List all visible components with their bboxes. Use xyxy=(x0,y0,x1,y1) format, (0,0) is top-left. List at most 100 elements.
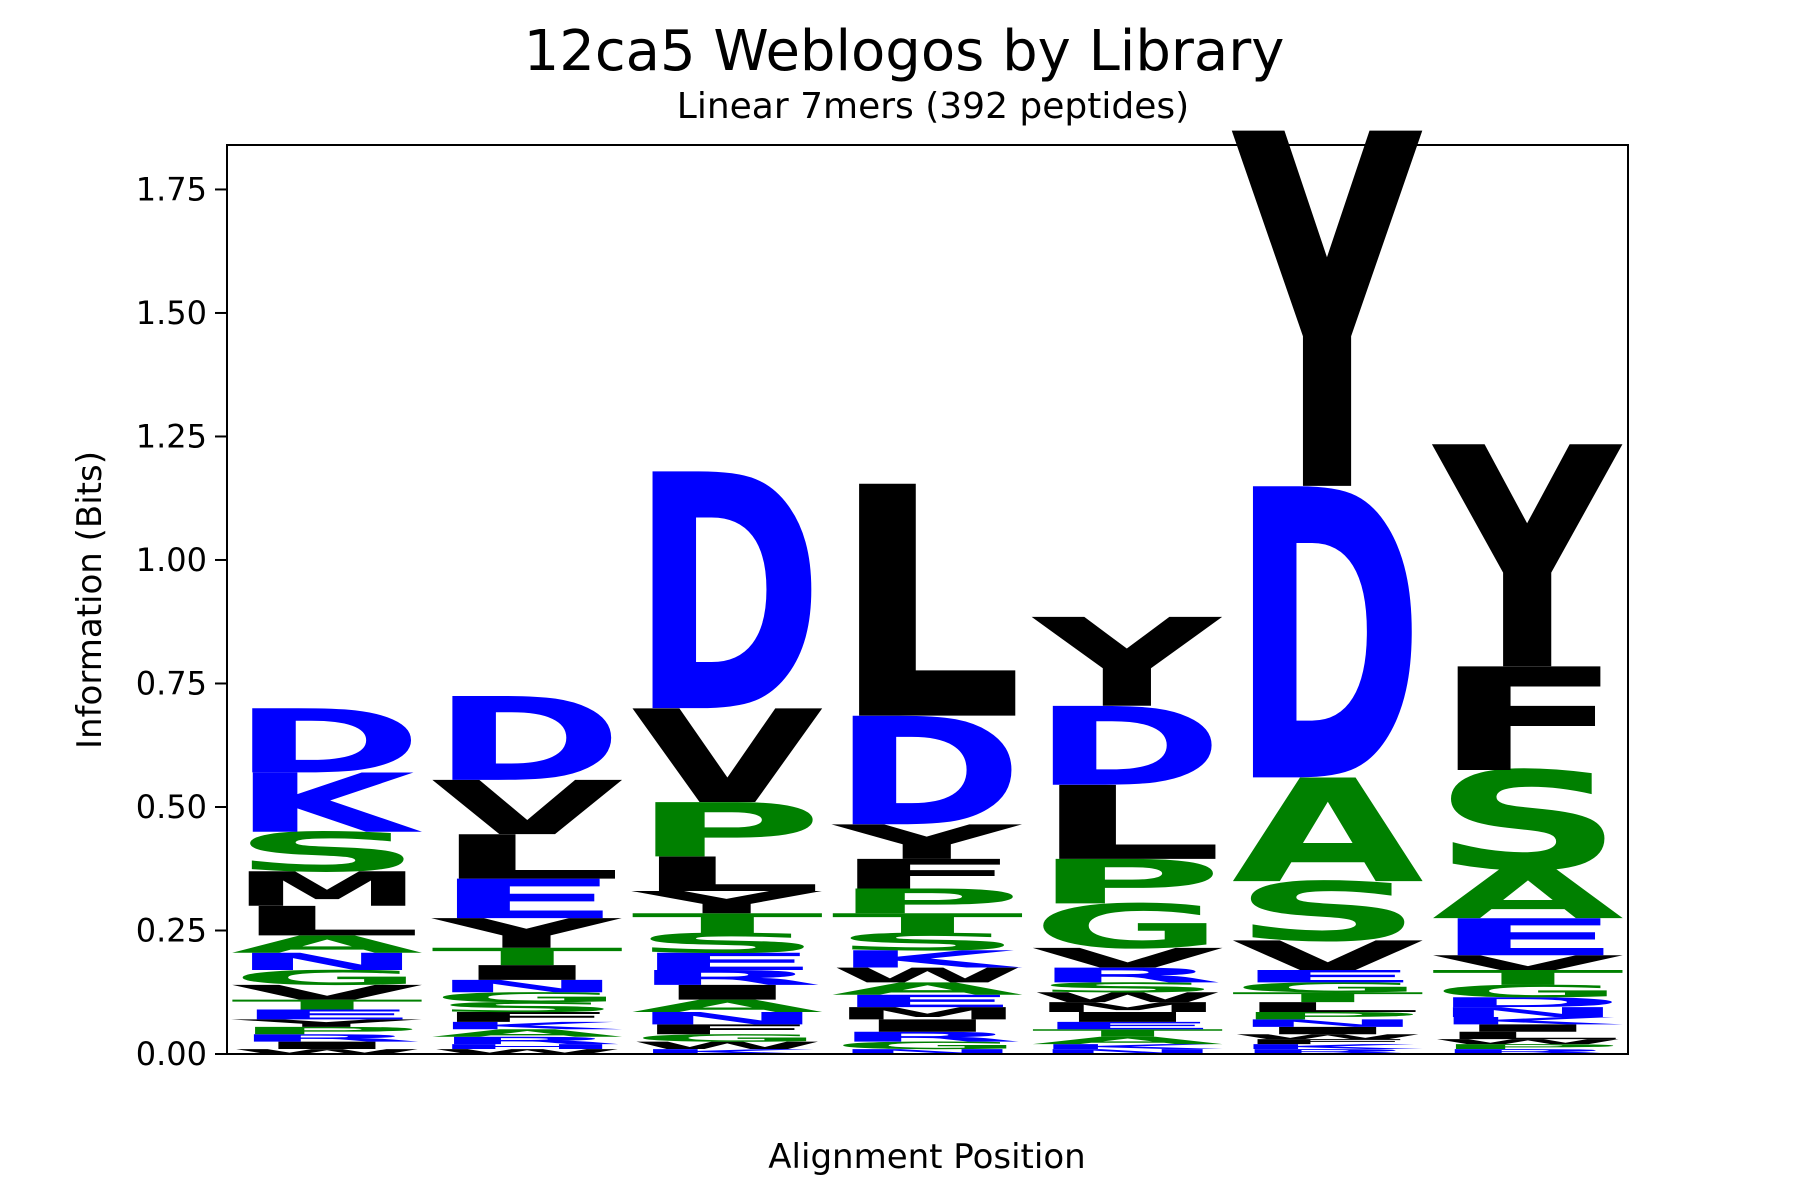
logo-letter: N xyxy=(1432,1004,1624,1020)
y-tick-label: 0.50 xyxy=(136,788,207,826)
x-axis-label: Alignment Position xyxy=(768,1137,1085,1177)
logo-letter: I xyxy=(431,961,623,985)
logo-letter: W xyxy=(1432,1038,1624,1046)
logo-letter: D xyxy=(1232,407,1424,872)
logo-letter: H xyxy=(431,1043,623,1051)
logo-letter: P xyxy=(1032,847,1224,918)
logo-letter: P xyxy=(1432,1043,1624,1051)
logo-letter: N xyxy=(231,948,423,975)
logo-letter: I xyxy=(1232,1025,1424,1037)
logo-letter: T xyxy=(431,943,623,971)
logo-letter: I xyxy=(1432,1022,1624,1034)
logo-letter: I xyxy=(831,1016,1023,1036)
logo-letter: D xyxy=(1432,995,1624,1011)
logo-letter: K xyxy=(1432,1015,1624,1027)
logo-letter: F xyxy=(431,1009,623,1025)
logo-letter: W xyxy=(431,1048,623,1056)
logo-letter: F xyxy=(631,1022,823,1038)
logo-letter: V xyxy=(1432,951,1624,975)
logo-letter: D xyxy=(231,691,423,794)
logo-letter: G xyxy=(431,990,623,1006)
logo-letter: T xyxy=(631,908,823,940)
logo-letter: A xyxy=(831,979,1023,999)
logo-letter: E xyxy=(231,1007,423,1023)
logo-letter: R xyxy=(831,1029,1023,1045)
y-axis-label: Information (Bits) xyxy=(70,451,110,749)
logo-letter: Y xyxy=(631,885,822,920)
logo-letter: N xyxy=(831,1048,1023,1056)
logo-letter: A xyxy=(431,1027,623,1039)
logo-letter: I xyxy=(1032,1009,1224,1025)
logo-letter: E xyxy=(631,948,823,976)
logo-letter: L xyxy=(1432,1030,1624,1042)
logo-letter: A xyxy=(631,996,823,1016)
logo-letter: K xyxy=(831,946,1022,974)
logo-letter: P xyxy=(1232,1010,1424,1022)
logo-letter: Y xyxy=(1430,385,1622,739)
logo-letter: L xyxy=(1232,1000,1424,1016)
logo-letter: N xyxy=(431,977,623,997)
logo-letter: N xyxy=(1232,1017,1424,1029)
logo-letter: A xyxy=(1032,1035,1224,1047)
logo-letter: V xyxy=(231,981,423,1005)
logo-letter: K xyxy=(1032,1043,1224,1051)
y-tick-label: 1.75 xyxy=(136,170,207,208)
logo-letter: W xyxy=(631,1040,823,1052)
y-tick-label: 1.00 xyxy=(136,541,207,579)
logo-letter: S xyxy=(1432,743,1624,900)
logo-letter: Y xyxy=(431,910,622,957)
logo-letter: S xyxy=(1032,980,1224,996)
chart-title: 12ca5 Weblogos by Library xyxy=(524,19,1285,84)
logo-letter: E xyxy=(831,991,1023,1011)
logo-letter: M xyxy=(231,862,423,917)
logo-letter: P xyxy=(631,788,823,875)
y-tick-label: 1.25 xyxy=(136,417,207,455)
y-tick-label: 1.50 xyxy=(136,294,207,332)
logo-letter: D xyxy=(1032,684,1224,810)
logo-letter: Y xyxy=(1230,34,1422,601)
logo-letter: R xyxy=(1232,1048,1424,1056)
logo-letter: G xyxy=(231,966,423,990)
logo-letter: V xyxy=(1232,932,1424,979)
logo-letter: S xyxy=(831,928,1023,956)
logo-letter: R xyxy=(1432,1048,1624,1056)
logo-letter: S xyxy=(1232,865,1424,959)
y-tick-label: 0.25 xyxy=(136,911,207,949)
logo-letter: M xyxy=(831,1004,1023,1024)
logo-letter: G xyxy=(831,1040,1023,1052)
logo-letter: L xyxy=(631,847,823,902)
logo-letter: G xyxy=(1032,892,1224,963)
logo-letter: P xyxy=(231,1025,423,1037)
logo-letter: Y xyxy=(231,1017,423,1029)
logo-letter: W xyxy=(1232,1033,1424,1041)
logo-letter: E xyxy=(431,868,623,931)
logo-letter: L xyxy=(1032,765,1224,883)
logo-letter: K xyxy=(231,756,422,851)
logo-letter: G xyxy=(1432,982,1624,1002)
logo-letter: K xyxy=(431,1020,623,1032)
logo-letter: W xyxy=(831,964,1023,988)
logo-letter: T xyxy=(1032,1027,1224,1039)
logo-letter: P xyxy=(831,882,1023,921)
logo-letter: V xyxy=(431,766,623,853)
logo-letter: L xyxy=(831,421,1023,792)
chart-subtitle: Linear 7mers (392 peptides) xyxy=(677,86,1189,127)
logo-letter: M xyxy=(1032,1000,1224,1016)
logo-letter: L xyxy=(431,822,623,893)
logo-letter: N xyxy=(1032,1048,1224,1056)
logo-letter: R xyxy=(631,966,823,990)
logo-letter: T xyxy=(1232,990,1424,1006)
logo-letter: G xyxy=(1232,980,1424,996)
y-tick-label: 0.75 xyxy=(136,664,207,702)
logo-stacks: WIRPYETVGNALMSKDWHRAKFSGNITYELVDKWGFNAIR… xyxy=(231,34,1624,1056)
logo-letter: D xyxy=(831,686,1023,860)
logo-letter: F xyxy=(831,851,1023,898)
logo-letter: R xyxy=(231,1032,423,1044)
logo-letter: F xyxy=(1232,1038,1424,1046)
logo-letter: V xyxy=(631,683,823,833)
logo-letter: S xyxy=(431,999,623,1015)
logo-letter: D xyxy=(631,406,823,785)
logo-letter: I xyxy=(631,981,823,1005)
logo-letter: K xyxy=(631,1048,823,1056)
